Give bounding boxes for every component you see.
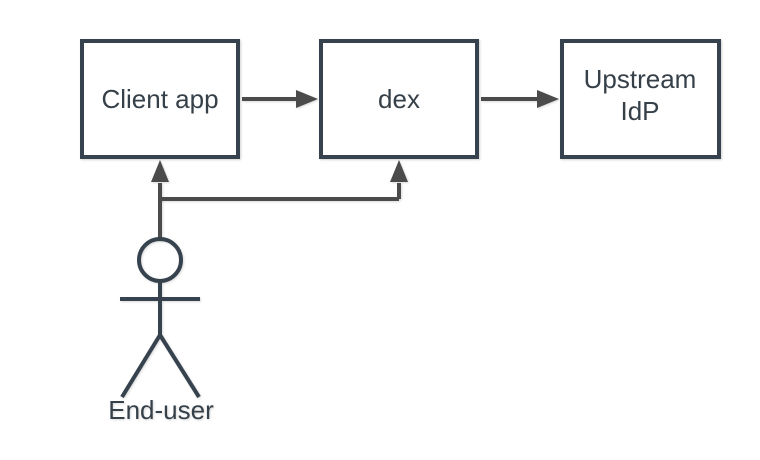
arrowhead-icon <box>296 90 318 108</box>
node-dex-box <box>319 39 479 159</box>
edge-line <box>160 183 401 201</box>
node-client-app: Client app <box>80 39 240 159</box>
node-upstream-idp-box <box>560 39 721 159</box>
arrowhead-icon <box>390 160 408 182</box>
node-upstream-idp-label-line-1: Upstream <box>584 64 697 94</box>
arrowhead-icon <box>151 160 169 182</box>
node-client-app-label: Client app <box>101 84 218 114</box>
stick-figure-leg-right <box>158 333 201 399</box>
actor-end-user-label: End-user <box>108 395 214 425</box>
edge-client-app-to-dex <box>242 90 318 108</box>
node-dex: dex <box>319 39 479 159</box>
node-upstream-idp-label-line-2: IdP <box>620 96 659 126</box>
node-client-app-box <box>80 39 240 159</box>
stick-figure-leg-left <box>120 333 162 399</box>
actor-end-user: End-user <box>108 237 214 425</box>
node-dex-label: dex <box>378 84 420 114</box>
edge-dex-to-upstream-idp <box>481 90 559 108</box>
stick-figure-head <box>137 237 183 283</box>
edge-end-user-to-client-app <box>151 160 169 240</box>
arrowhead-icon <box>537 90 559 108</box>
edge-end-user-to-dex <box>160 160 408 201</box>
node-upstream-idp: Upstream IdP <box>560 39 721 159</box>
